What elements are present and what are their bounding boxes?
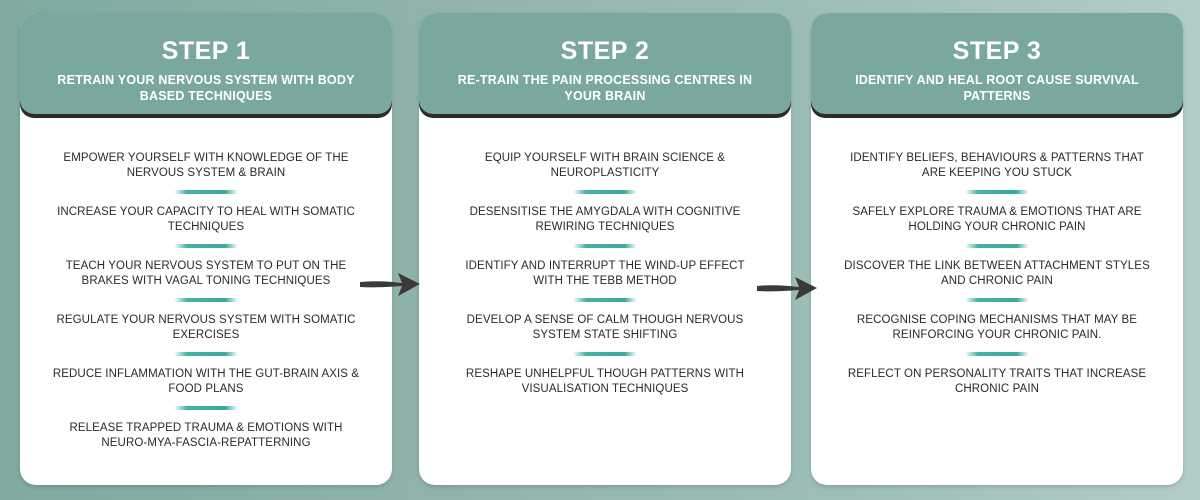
step-title-3: STEP 3 [952, 37, 1042, 65]
step-subtitle-2: RE-TRAIN THE PAIN PROCESSING CENTRES IN … [457, 73, 753, 103]
divider [573, 190, 637, 194]
list-item: DISCOVER THE LINK BETWEEN ATTACHMENT STY… [844, 260, 1150, 287]
step-title-1: STEP 1 [161, 37, 251, 65]
divider [174, 352, 238, 356]
step-subtitle-3: IDENTIFY AND HEAL ROOT CAUSE SURVIVAL PA… [855, 73, 1139, 103]
step-card-1: STEP 1 RETRAIN YOUR NERVOUS SYSTEM WITH … [20, 13, 392, 485]
divider [965, 352, 1029, 356]
list-item: EMPOWER YOURSELF WITH KNOWLEDGE OF THE N… [63, 152, 349, 179]
list-item: RELEASE TRAPPED TRAUMA & EMOTIONS WITH N… [69, 422, 343, 449]
divider [573, 244, 637, 248]
step-list-2: EQUIP YOURSELF WITH BRAIN SCIENCE & NEUR… [419, 151, 791, 397]
step-card-2: STEP 2 RE-TRAIN THE PAIN PROCESSING CENT… [419, 13, 791, 485]
list-item: REGULATE YOUR NERVOUS SYSTEM WITH SOMATI… [56, 314, 356, 341]
list-item: TEACH YOUR NERVOUS SYSTEM TO PUT ON THE … [65, 260, 347, 287]
divider [965, 190, 1029, 194]
list-item: IDENTIFY BELIEFS, BEHAVIOURS & PATTERNS … [850, 152, 1144, 179]
list-item: SAFELY EXPLORE TRAUMA & EMOTIONS THAT AR… [852, 206, 1142, 233]
step-header-2: STEP 2 RE-TRAIN THE PAIN PROCESSING CENT… [419, 13, 791, 114]
list-item: INCREASE YOUR CAPACITY TO HEAL WITH SOMA… [57, 206, 355, 233]
list-item: EQUIP YOURSELF WITH BRAIN SCIENCE & NEUR… [484, 152, 726, 179]
divider [573, 298, 637, 302]
divider [965, 244, 1029, 248]
divider [174, 406, 238, 410]
divider [174, 244, 238, 248]
list-item: RESHAPE UNHELPFUL THOUGH PATTERNS WITH V… [465, 368, 745, 395]
step-card-3: STEP 3 IDENTIFY AND HEAL ROOT CAUSE SURV… [811, 13, 1183, 485]
step-header-3: STEP 3 IDENTIFY AND HEAL ROOT CAUSE SURV… [811, 13, 1183, 114]
divider [965, 298, 1029, 302]
arrow-right-icon [757, 277, 817, 300]
list-item: DEVELOP A SENSE OF CALM THOUGH NERVOUS S… [466, 314, 744, 341]
list-item: DESENSITISE THE AMYGDALA WITH COGNITIVE … [469, 206, 741, 233]
list-item: RECOGNISE COPING MECHANISMS THAT MAY BE … [856, 314, 1138, 341]
list-item: IDENTIFY AND INTERRUPT THE WIND-UP EFFEC… [465, 260, 745, 287]
list-item: REDUCE INFLAMMATION WITH THE GUT-BRAIN A… [52, 368, 360, 395]
divider [174, 190, 238, 194]
list-item: REFLECT ON PERSONALITY TRAITS THAT INCRE… [847, 368, 1147, 395]
divider [174, 298, 238, 302]
step-title-2: STEP 2 [560, 37, 650, 65]
step-list-3: IDENTIFY BELIEFS, BEHAVIOURS & PATTERNS … [811, 151, 1183, 397]
arrow-right-icon [360, 273, 420, 296]
divider [573, 352, 637, 356]
step-header-1: STEP 1 RETRAIN YOUR NERVOUS SYSTEM WITH … [20, 13, 392, 114]
step-subtitle-1: RETRAIN YOUR NERVOUS SYSTEM WITH BODY BA… [57, 73, 355, 103]
step-list-1: EMPOWER YOURSELF WITH KNOWLEDGE OF THE N… [20, 151, 392, 451]
